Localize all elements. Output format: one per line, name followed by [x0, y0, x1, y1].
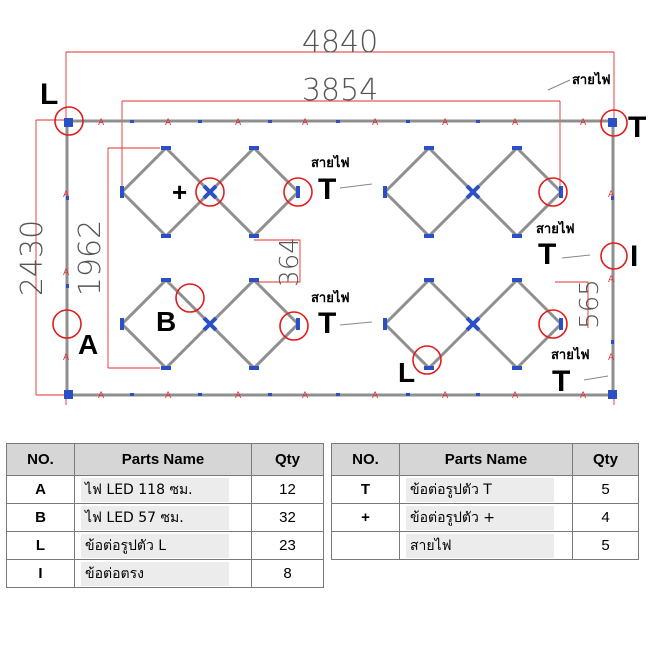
dimension-lines [35, 51, 615, 405]
marker-T-left-bottom: T [318, 307, 336, 340]
cable-label-5: สายไฟ [551, 346, 590, 363]
part-name: ข้อต่อรูปตัว + [406, 505, 554, 530]
col-name-header: Parts Name [74, 443, 252, 476]
col-no-header: NO. [6, 443, 75, 476]
part-no: + [331, 503, 400, 532]
part-qty: 5 [572, 475, 639, 504]
part-no: A [6, 475, 75, 504]
marker-T-right-bottom: T [552, 365, 570, 398]
dim-total-width: 4840 [302, 25, 378, 60]
marker-A: A [78, 329, 98, 360]
parts-table-right: NO. Parts Name Qty T ข้อต่อรูปตัว T 5 + … [331, 443, 639, 560]
part-qty: 23 [251, 531, 324, 560]
marker-T-left-top: T [318, 173, 336, 206]
svg-text:A: A [165, 391, 172, 401]
table-row: I ข้อต่อตรง 8 [6, 559, 324, 588]
marker-L-top: L [40, 78, 58, 111]
table-row: A ไฟ LED 118 ซม. 12 [6, 475, 324, 504]
dim-total-height: 2430 [15, 220, 50, 296]
svg-text:A: A [98, 391, 105, 401]
cable-lines [339, 79, 609, 381]
part-name: สายไฟ [406, 533, 554, 558]
svg-text:A: A [63, 190, 70, 200]
svg-text:A: A [63, 353, 70, 363]
cable-label-1: สายไฟ [572, 71, 611, 88]
marker-T-corner: T [628, 111, 646, 144]
marker-T-right-top: T [538, 238, 556, 271]
marker-I: I [630, 240, 638, 273]
table-header-row: NO. Parts Name Qty [331, 443, 639, 476]
part-name: ข้อต่อตรง [81, 561, 229, 586]
part-no: B [6, 503, 75, 532]
part-qty: 8 [251, 559, 324, 588]
svg-text:A: A [302, 391, 309, 401]
marker-B: B [156, 306, 176, 337]
part-no: I [6, 559, 75, 588]
svg-text:A: A [580, 391, 587, 401]
svg-text:A: A [372, 118, 379, 128]
svg-text:A: A [512, 118, 519, 128]
svg-text:A: A [580, 118, 587, 128]
col-qty-header: Qty [572, 443, 639, 476]
part-no [331, 531, 400, 560]
dim-inner-height: 1962 [73, 220, 108, 296]
svg-text:A: A [98, 118, 105, 128]
table-row: L ข้อต่อรูปตัว L 23 [6, 531, 324, 560]
frame-ticks [66, 120, 614, 396]
dim-offset: 565 [575, 279, 605, 329]
part-qty: 4 [572, 503, 639, 532]
dim-inner-width: 3854 [302, 73, 378, 108]
marker-L-bottom: L [398, 357, 415, 388]
parts-table-left: NO. Parts Name Qty A ไฟ LED 118 ซม. 12 B… [6, 443, 324, 588]
part-no: T [331, 475, 400, 504]
col-name-header: Parts Name [399, 443, 573, 476]
svg-text:A: A [235, 118, 242, 128]
part-name: ข้อต่อรูปตัว L [81, 533, 229, 558]
table-row: สายไฟ 5 [331, 531, 639, 560]
part-qty: 5 [572, 531, 639, 560]
part-qty: 12 [251, 475, 324, 504]
part-name: ไฟ LED 118 ซม. [81, 477, 229, 502]
part-name: ไฟ LED 57 ซม. [81, 505, 229, 530]
table-row: B ไฟ LED 57 ซม. 32 [6, 503, 324, 532]
svg-text:A: A [512, 391, 519, 401]
svg-text:A: A [235, 391, 242, 401]
part-name: ข้อต่อรูปตัว T [406, 477, 554, 502]
svg-text:A: A [608, 190, 615, 200]
table-header-row: NO. Parts Name Qty [6, 443, 324, 476]
part-qty: 32 [251, 503, 324, 532]
frame-corner-joints [64, 118, 617, 399]
svg-text:A: A [608, 353, 615, 363]
marker-plus: + [172, 177, 187, 207]
table-row: + ข้อต่อรูปตัว + 4 [331, 503, 639, 532]
svg-text:A: A [608, 275, 615, 285]
cable-label-4: สายไฟ [311, 289, 350, 306]
svg-text:A: A [372, 391, 379, 401]
col-qty-header: Qty [251, 443, 324, 476]
col-no-header: NO. [331, 443, 400, 476]
svg-text:A: A [302, 118, 309, 128]
svg-text:A: A [165, 118, 172, 128]
svg-text:A: A [442, 118, 449, 128]
led-diamonds [119, 145, 564, 371]
part-no: L [6, 531, 75, 560]
dim-gap: 364 [275, 237, 305, 287]
cable-label-3: สายไฟ [536, 220, 575, 237]
table-row: T ข้อต่อรูปตัว T 5 [331, 475, 639, 504]
svg-text:A: A [63, 268, 70, 278]
callout-circles [52, 106, 628, 375]
cable-label-2: สายไฟ [311, 154, 350, 171]
joint-markers [120, 146, 563, 370]
svg-text:A: A [442, 391, 449, 401]
